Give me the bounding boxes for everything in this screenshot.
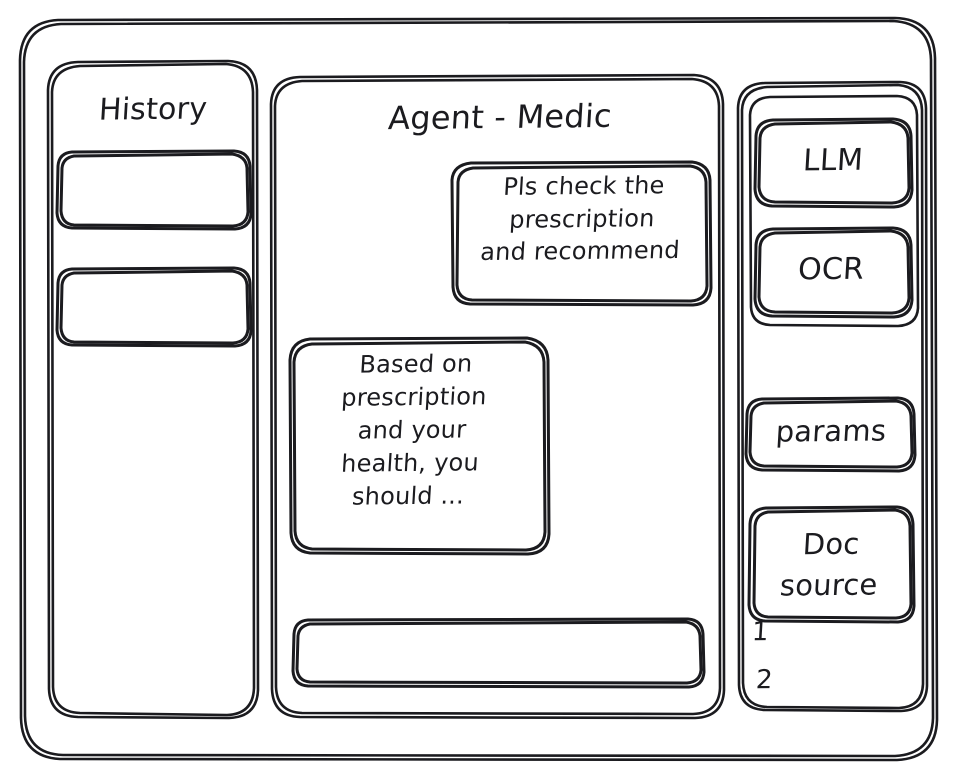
ocr-button[interactable] — [755, 228, 912, 317]
history-item-1[interactable] — [57, 151, 251, 229]
page-title: Agent - Medic — [387, 96, 613, 138]
llm-button-outline — [753, 117, 914, 209]
window-frame-outline — [18, 16, 939, 762]
main-panel-outline — [269, 73, 726, 720]
doc-source-button[interactable] — [749, 507, 914, 622]
history-item-1-outline — [55, 149, 253, 231]
params-button[interactable] — [746, 398, 915, 471]
composer-input[interactable] — [293, 619, 704, 687]
ocr-button-outline — [753, 226, 914, 319]
user-message-bubble-outline — [450, 160, 713, 307]
history-item-2[interactable] — [57, 268, 251, 346]
user-message-text: Pls check the prescription and recommend — [479, 171, 681, 267]
history-panel-title: History — [97, 91, 209, 128]
assistant-message-bubble-outline — [288, 336, 551, 556]
llm-button[interactable] — [755, 119, 912, 207]
assistant-message-text: Based on prescription and your health, y… — [340, 349, 488, 512]
params-button-outline — [744, 396, 917, 473]
history-item-2-outline — [55, 266, 253, 348]
right-panel-tools-group-outline — [748, 94, 920, 328]
doc-source-list-item-2[interactable]: 2 — [755, 665, 774, 696]
left-panel-outline — [46, 59, 260, 720]
right-panel-outline — [736, 80, 929, 713]
doc-source-button-outline — [747, 505, 916, 624]
composer-input-outline — [291, 617, 706, 689]
